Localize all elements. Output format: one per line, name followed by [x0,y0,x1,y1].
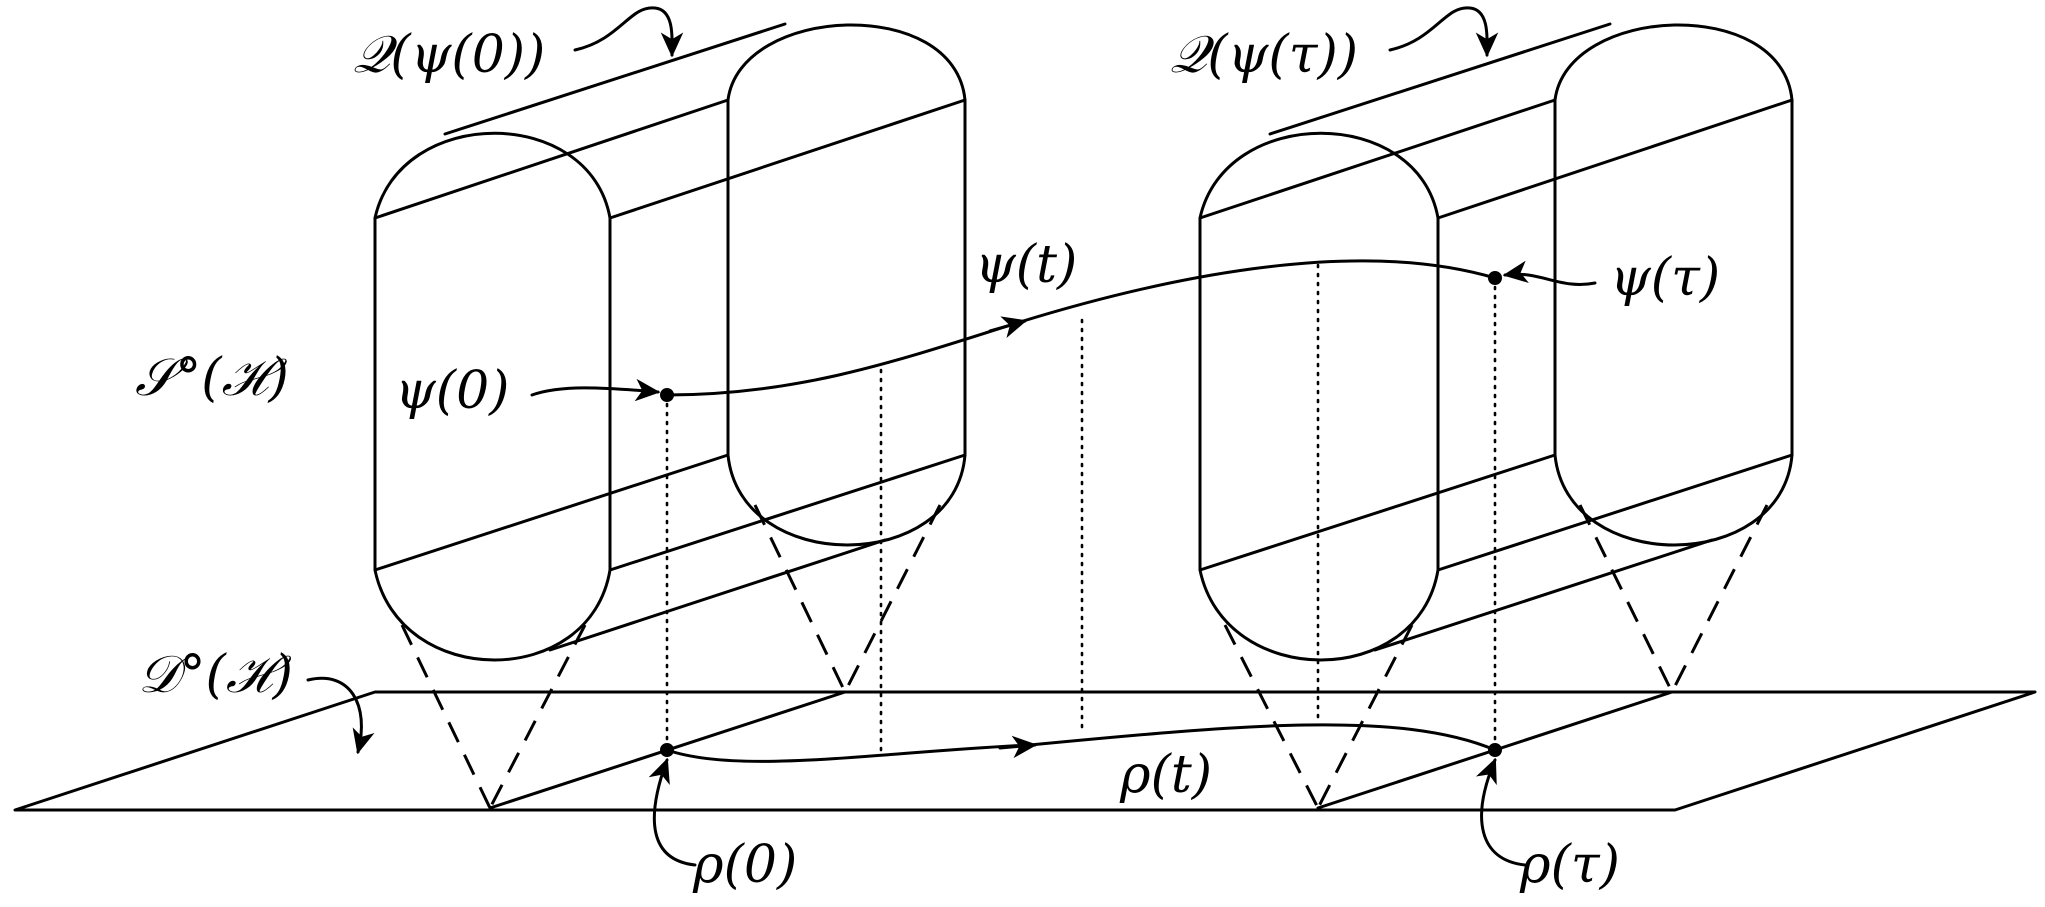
label-fiber-start: 𝒬(ψ(0)) [353,25,545,85]
label-psi-start: ψ(0) [395,361,509,421]
arrow-psi-end [1502,260,1597,286]
label-rho-t: ρ(t) [1119,745,1212,805]
label-rho-start: ρ(0) [692,835,797,895]
arrow-rho-start [648,757,697,867]
arrow-fiber-end [1388,6,1499,58]
fiber-right [1198,22,1794,809]
rho-end-point [1488,743,1502,757]
arrow-rho-end [1475,757,1527,867]
label-rho-end: ρ(τ) [1519,835,1620,895]
label-density-space: 𝒟°(ℋ) [138,645,293,705]
label-psi-t: ψ(t) [975,235,1077,295]
arrow-psi-start [530,378,661,402]
arrow-fiber-start [573,6,684,58]
psi-curve [665,259,1497,397]
fiber-left [373,22,967,809]
psi-end-point [1488,271,1502,285]
density-plane [13,690,2037,812]
projection-lines [665,263,1497,759]
label-fiber-end: 𝒬(ψ(τ)) [1170,25,1358,85]
rho-curve-arrow [998,735,1038,759]
psi-curve-arrow [988,316,1028,338]
label-psi-end: ψ(τ) [1610,248,1720,308]
arrow-density-space [306,676,375,755]
psi-start-point [660,388,674,402]
rho-start-point [660,743,674,757]
rho-curve [665,723,1497,763]
label-pure-state-space: 𝒮°(ℋ) [135,348,289,408]
